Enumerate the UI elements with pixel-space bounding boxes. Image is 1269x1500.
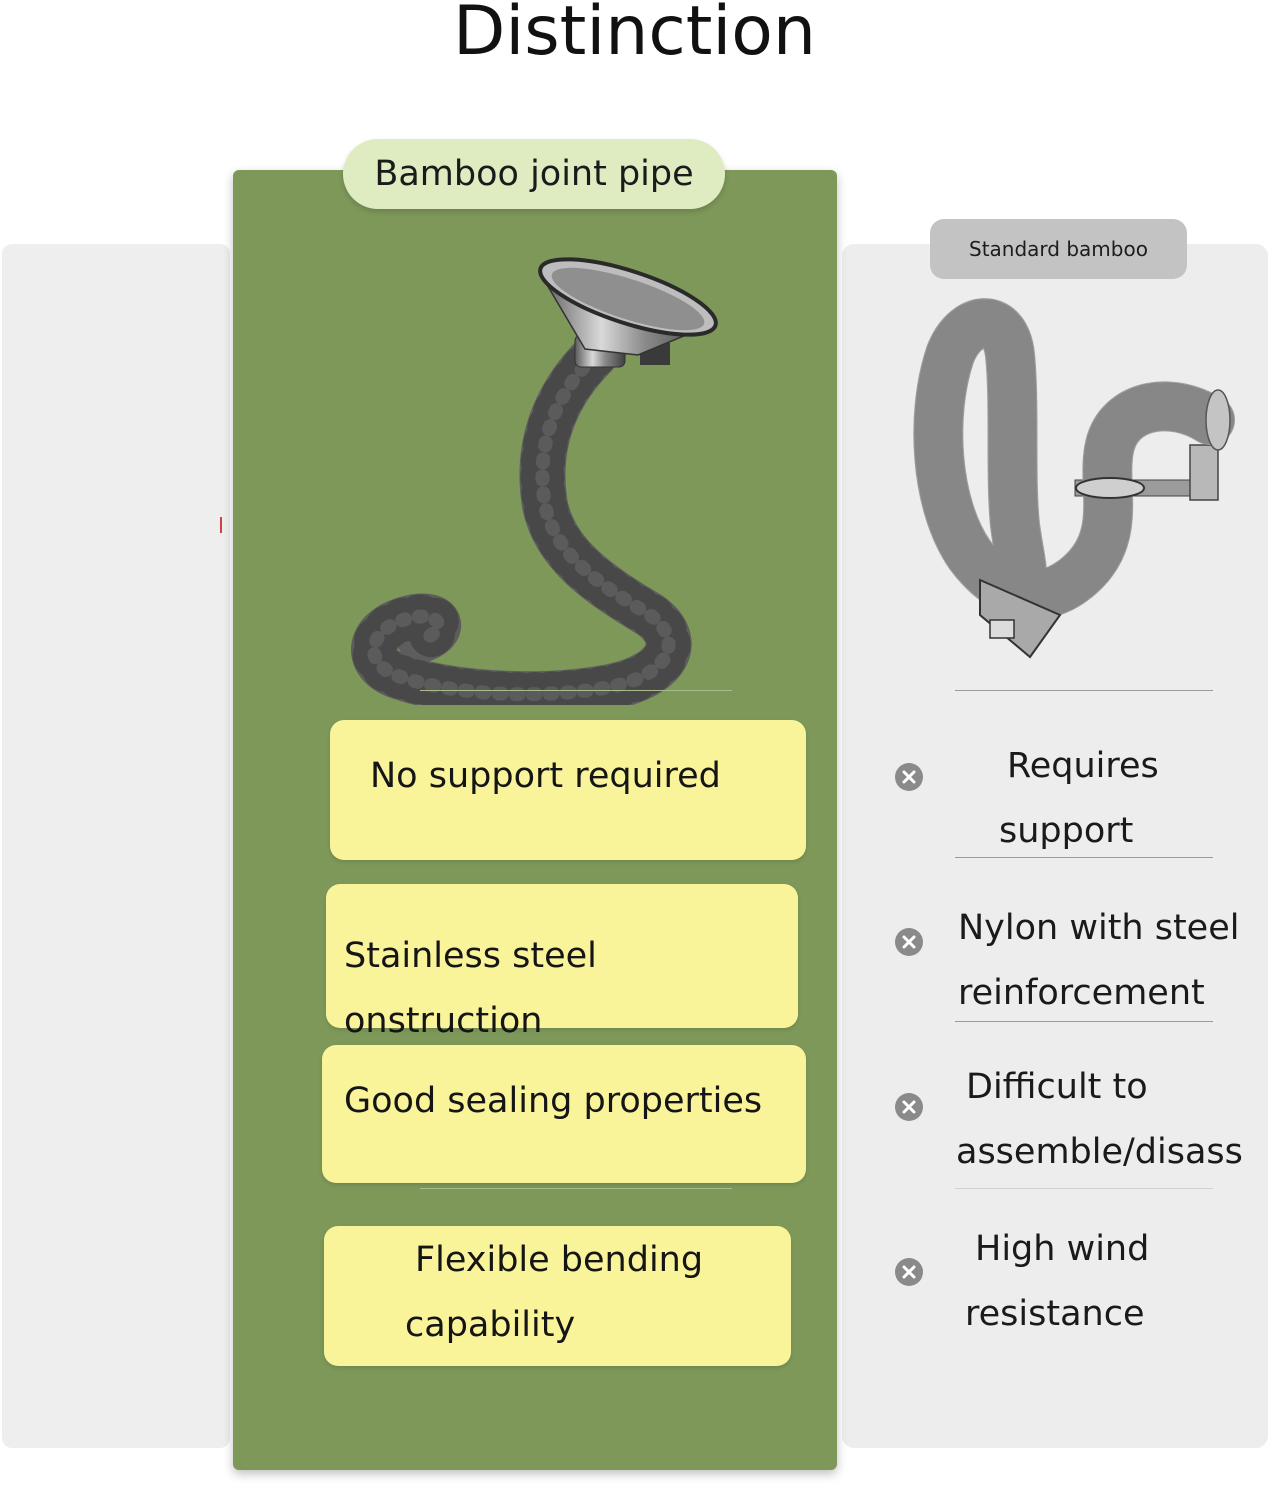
con-label: High wind: [975, 1229, 1150, 1269]
x-circle-icon: [895, 928, 923, 956]
feature-label-line2: capability: [405, 1305, 576, 1345]
feature-box-sealing: Good sealing properties: [322, 1045, 806, 1183]
divider: [955, 1188, 1213, 1189]
con-label: Nylon with steel: [958, 908, 1240, 948]
con-label-line2: support: [999, 811, 1134, 851]
red-marker: [220, 517, 222, 533]
bamboo-joint-pipe-image: [351, 257, 718, 705]
divider: [420, 690, 732, 691]
feature-label: Flexible bending: [415, 1240, 704, 1280]
con-label-line2: resistance: [965, 1294, 1145, 1334]
x-circle-icon: [895, 763, 923, 791]
bamboo-joint-pipe-label: Bamboo joint pipe: [374, 154, 694, 194]
left-side-panel: [2, 244, 230, 1448]
standard-bamboo-tab: Standard bamboo: [930, 219, 1187, 279]
x-circle-icon: [895, 1258, 923, 1286]
con-label-line2: reinforcement: [958, 973, 1205, 1013]
feature-box-no-support: No support required: [330, 720, 806, 860]
x-circle-icon: [895, 1093, 923, 1121]
con-label: Requires: [1007, 746, 1159, 786]
divider: [955, 690, 1213, 691]
feature-label: Stainless steel onstruction: [344, 936, 597, 1041]
page-title: Distinction: [453, 0, 816, 71]
divider: [955, 1021, 1213, 1022]
con-label: Difficult to: [966, 1067, 1148, 1107]
standard-bamboo-image: [913, 298, 1235, 659]
feature-box-flexible-bending: Flexible bending capability: [324, 1226, 791, 1366]
standard-bamboo-label: Standard bamboo: [969, 237, 1148, 261]
divider: [420, 1188, 732, 1189]
con-label-line2: assemble/disass: [956, 1132, 1243, 1172]
feature-label: Good sealing properties: [344, 1081, 763, 1121]
feature-box-stainless-steel: Stainless steel onstruction: [326, 884, 798, 1041]
bamboo-joint-pipe-tab: Bamboo joint pipe: [343, 139, 725, 209]
divider: [955, 857, 1213, 858]
feature-label: No support required: [370, 756, 721, 796]
